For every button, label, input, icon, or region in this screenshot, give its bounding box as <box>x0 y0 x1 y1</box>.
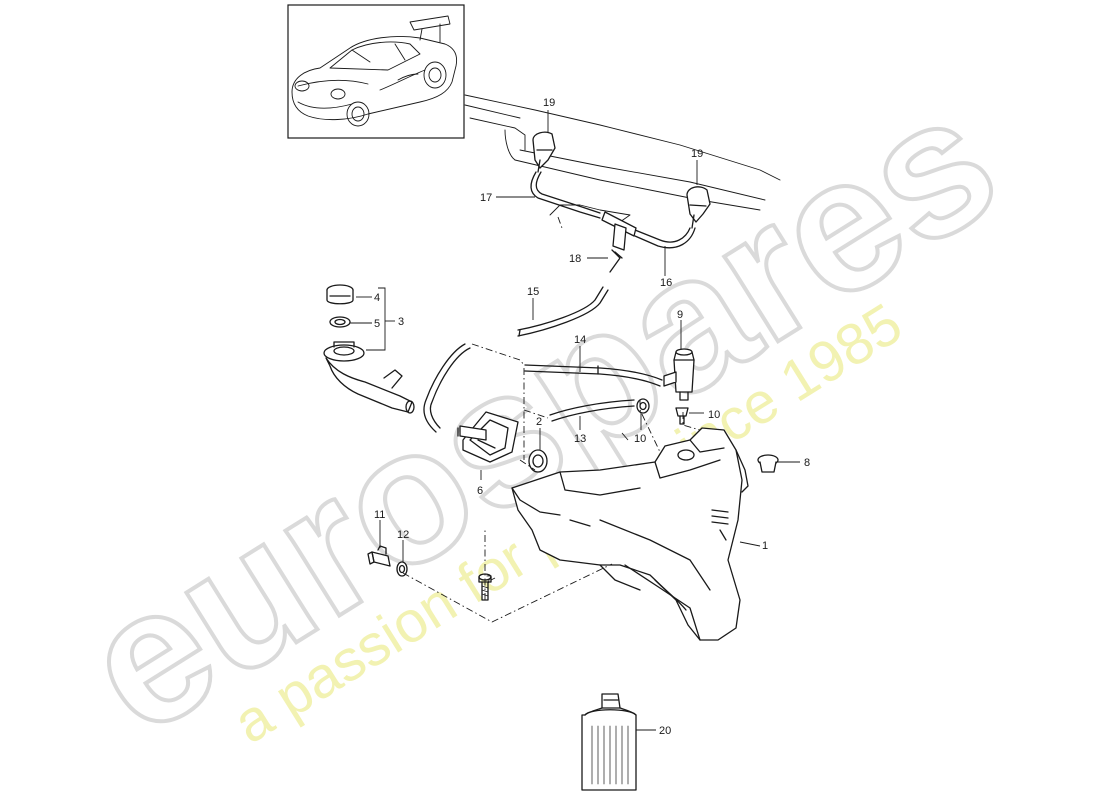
callout-10-left[interactable]: 10 <box>634 433 646 445</box>
fluid-bottle-20[interactable] <box>581 693 637 791</box>
washer-pump-9[interactable] <box>663 348 695 401</box>
hose-15[interactable] <box>423 286 609 433</box>
hose-17[interactable] <box>530 171 601 219</box>
plug-8[interactable] <box>757 454 779 473</box>
seal-ring-5[interactable] <box>329 316 351 328</box>
callout-7[interactable]: 7 <box>486 574 492 586</box>
vehicle-thumbnail[interactable] <box>287 4 465 139</box>
leader-lines <box>350 110 800 731</box>
level-sensor-11[interactable] <box>367 545 391 567</box>
callout-3[interactable]: 3 <box>398 316 404 328</box>
filler-neck[interactable] <box>323 341 415 414</box>
car-icon <box>291 15 457 127</box>
callout-6[interactable]: 6 <box>477 485 483 497</box>
callout-14[interactable]: 14 <box>574 334 586 346</box>
callout-10-right[interactable]: 10 <box>708 409 720 421</box>
pump-connector[interactable] <box>457 425 487 441</box>
callout-8[interactable]: 8 <box>804 457 810 469</box>
hose-16[interactable] <box>634 227 696 249</box>
callout-16[interactable]: 16 <box>660 277 672 289</box>
callout-18[interactable]: 18 <box>569 253 581 265</box>
callout-19-right[interactable]: 19 <box>691 148 703 160</box>
hose-13[interactable] <box>549 399 635 422</box>
sensor-seal-12[interactable] <box>396 561 408 577</box>
washer-nozzle-left[interactable] <box>532 131 556 173</box>
washer-reservoir-1[interactable] <box>511 427 749 641</box>
assembly-lines <box>402 216 701 623</box>
callout-20[interactable]: 20 <box>659 725 671 737</box>
hose-14[interactable] <box>524 364 663 387</box>
callout-13[interactable]: 13 <box>574 433 586 445</box>
callout-11[interactable]: 11 <box>374 509 385 521</box>
t-connector-18[interactable] <box>601 211 637 273</box>
grommet-2[interactable] <box>528 449 548 473</box>
callout-12[interactable]: 12 <box>397 529 409 541</box>
callout-15[interactable]: 15 <box>527 286 539 298</box>
washer-nozzle-right[interactable] <box>686 186 711 229</box>
grommet-10-left[interactable] <box>636 398 650 414</box>
callout-9[interactable]: 9 <box>677 309 683 321</box>
callout-1[interactable]: 1 <box>762 540 768 552</box>
callout-4[interactable]: 4 <box>374 292 380 304</box>
grommet-10-right[interactable] <box>675 407 689 425</box>
callout-2[interactable]: 2 <box>536 416 542 428</box>
callout-19-left[interactable]: 19 <box>543 97 555 109</box>
callout-labels: 19 19 17 18 15 16 9 14 13 10 10 2 4 5 3 … <box>374 97 810 737</box>
callout-5[interactable]: 5 <box>374 318 380 330</box>
callout-17[interactable]: 17 <box>480 192 492 204</box>
pump-bracket-6[interactable] <box>462 411 519 463</box>
body-panel-outline <box>464 94 781 223</box>
filler-cap-4[interactable] <box>326 284 354 305</box>
